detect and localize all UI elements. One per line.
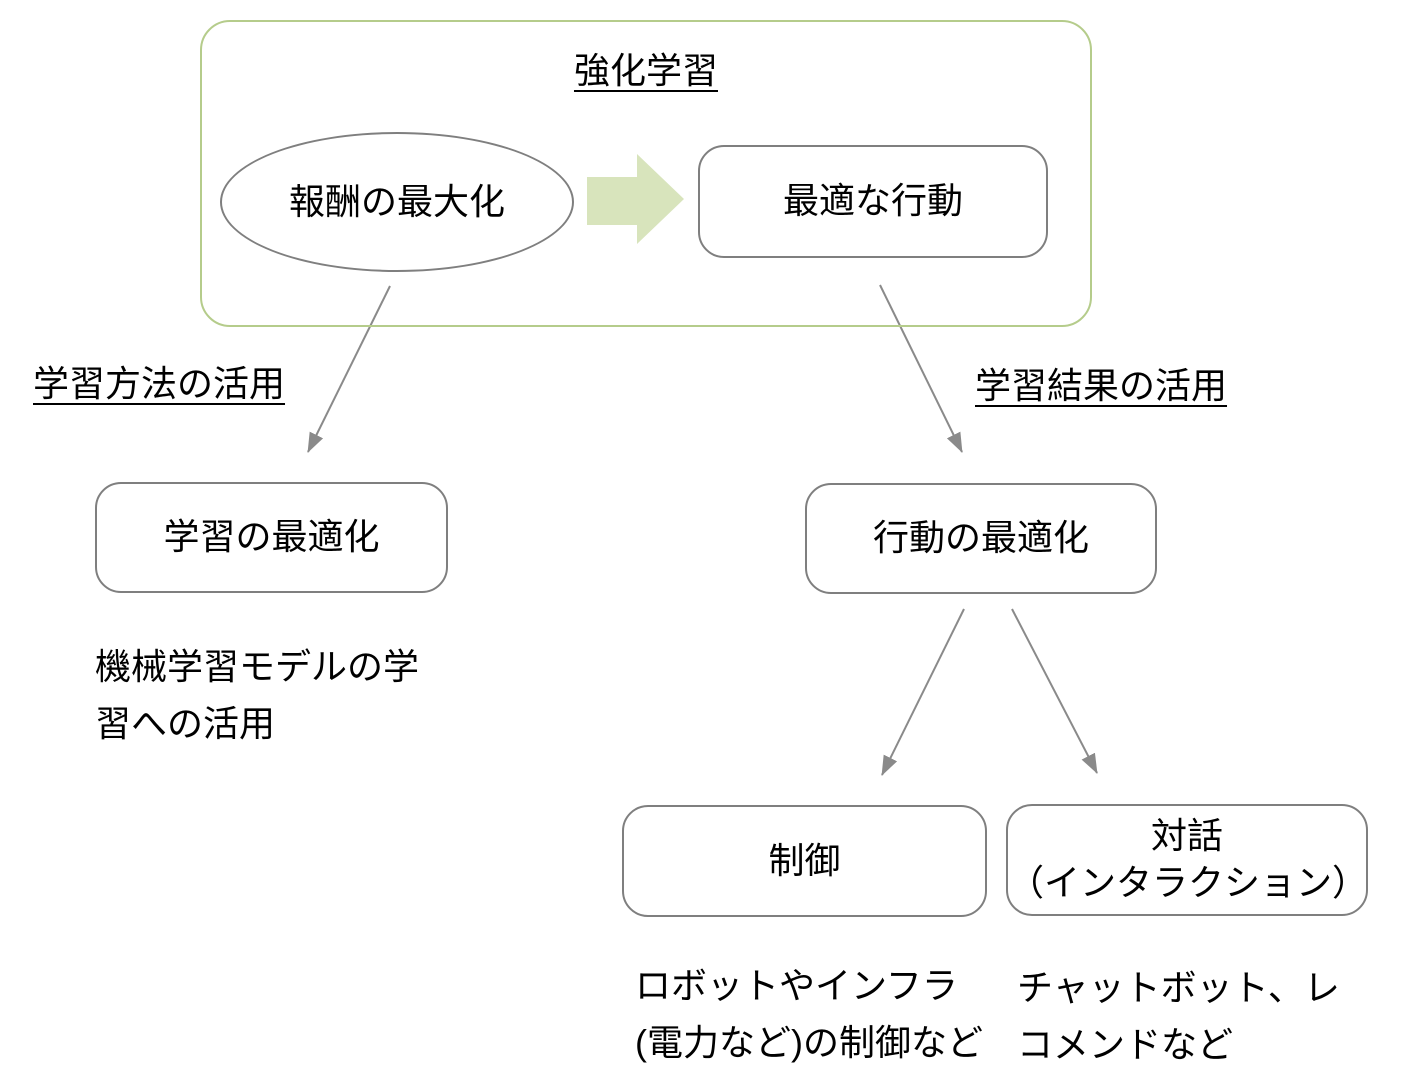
learning-caption: 機械学習モデルの学 習への活用 xyxy=(95,646,420,744)
dialog-caption: チャットボット、レ コメンドなど xyxy=(1017,967,1340,1065)
rl-frame-title: 強化学習 xyxy=(573,50,718,91)
block-arrow-right-icon xyxy=(587,154,684,244)
connector-behavior-to-control xyxy=(881,608,965,776)
control-box: 制御 xyxy=(622,805,987,917)
connector-reward-to-learning-opt xyxy=(307,285,391,453)
learning-optimization-box: 学習の最適化 xyxy=(95,482,448,593)
learning-optimization-label: 学習の最適化 xyxy=(163,516,380,558)
behavior-optimization-box: 行動の最適化 xyxy=(805,483,1157,594)
optimal-action-label: 最適な行動 xyxy=(782,180,963,222)
control-caption: ロボットやインフラ (電力など)の制御など xyxy=(635,965,983,1063)
connector-behavior-to-dialog xyxy=(1011,608,1098,774)
reward-maximization-ellipse: 報酬の最大化 xyxy=(220,132,574,272)
dialog-label: 対話 （インタラクション） xyxy=(1008,815,1369,903)
behavior-optimization-label: 行動の最適化 xyxy=(872,517,1089,559)
dialog-box: 対話 （インタラクション） xyxy=(1006,804,1368,916)
optimal-action-box: 最適な行動 xyxy=(698,145,1048,258)
connector-action-to-behavior-opt xyxy=(879,284,963,453)
method-use-heading: 学習方法の活用 xyxy=(33,363,286,404)
rl-container-frame xyxy=(200,20,1092,327)
control-label: 制御 xyxy=(768,839,841,881)
reward-maximization-label: 報酬の最大化 xyxy=(288,180,505,222)
result-use-heading: 学習結果の活用 xyxy=(975,365,1228,406)
